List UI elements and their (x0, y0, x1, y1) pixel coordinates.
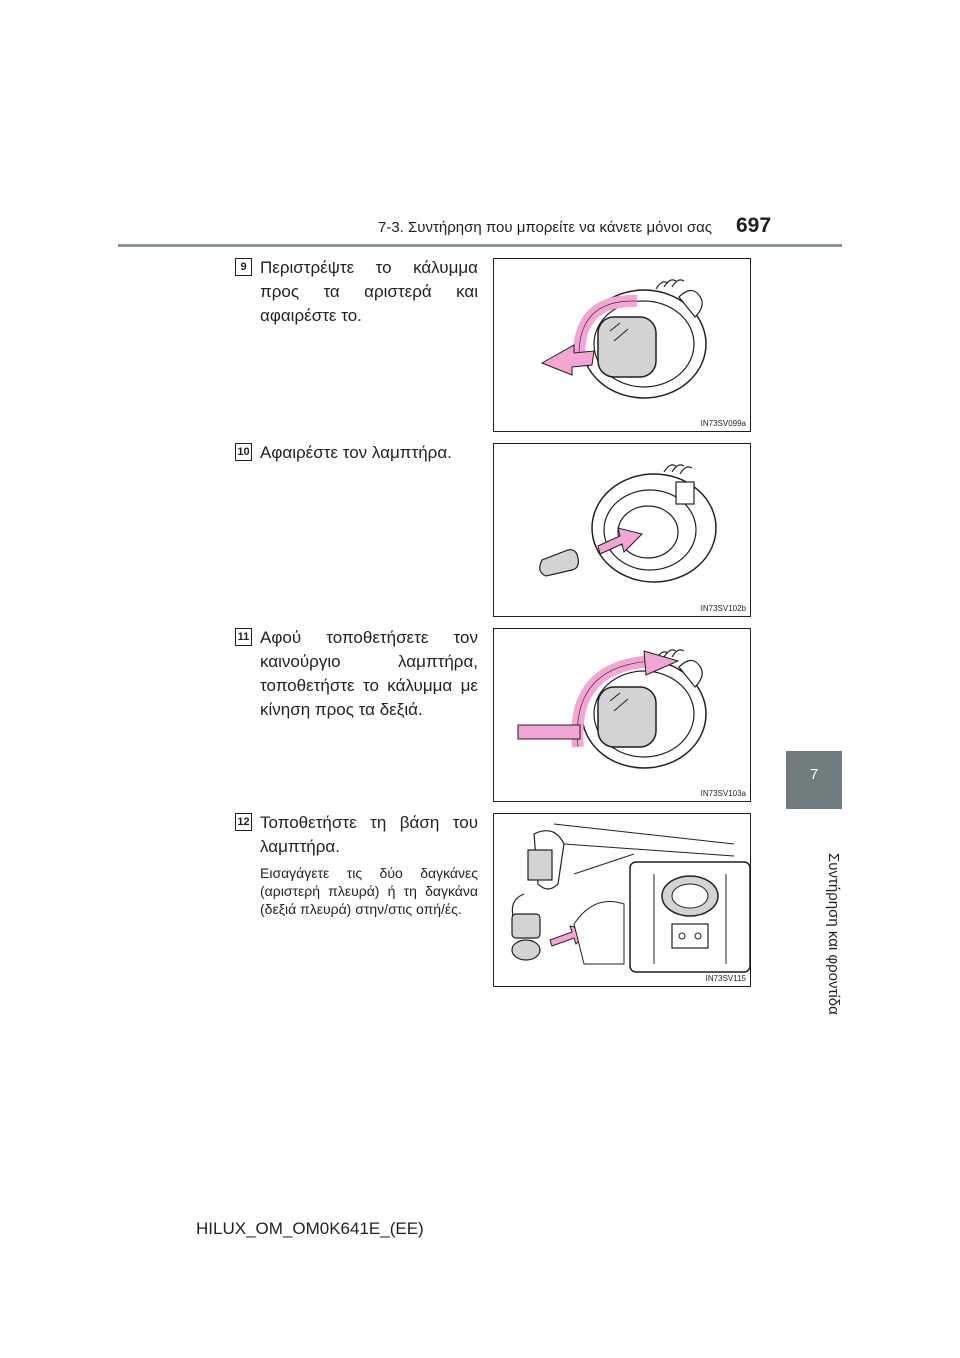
step-9-badge: 9 (235, 258, 252, 276)
header-rule (118, 244, 842, 247)
bulb-removal-illustration (539, 464, 717, 583)
step-11-figure: IN73SV103a (493, 628, 751, 802)
section-title: 7-3. Συντήρηση που μπορείτε να κάνετε μό… (378, 219, 712, 236)
step-9-figure-code: IN73SV099a (700, 419, 746, 428)
chapter-title: Συντήρηση και φροντίδα (825, 853, 842, 1015)
step-11-figure-code: IN73SV103a (700, 789, 746, 798)
step-12-note: Εισαγάγετε τις δύο δαγκάνες (αριστερή πλ… (260, 865, 478, 917)
step-11-text: Αφού τοποθετήσετε τον καινούργιο λαμπτήρ… (260, 628, 478, 719)
step-12-text: Τοποθετήστε τη βάση του λαμπτήρα. (260, 813, 478, 856)
step-12-figure: IN73SV115 (493, 813, 751, 987)
cover-turn-right-illustration (517, 649, 707, 769)
step-10-figure: IN73SV102b (493, 443, 751, 617)
chapter-tab: 7 (786, 751, 842, 809)
cover-turn-left-illustration (540, 279, 707, 399)
step-12-badge: 12 (235, 813, 252, 831)
bulb-base-install-illustration (511, 823, 750, 973)
step-9-figure: IN73SV099a (493, 258, 751, 432)
step-9-text: Περιστρέψτε το κάλυμμα προς τα αριστερά … (260, 258, 478, 325)
chapter-number: 7 (809, 766, 819, 783)
step-12-figure-code: IN73SV115 (705, 974, 746, 983)
step-10-figure-code: IN73SV102b (700, 604, 746, 613)
step-11-badge: 11 (235, 628, 252, 646)
page-number: 697 (736, 214, 772, 237)
document-code: HILUX_OM_OM0K641E_(EE) (196, 1219, 424, 1238)
step-10-text: Αφαιρέστε τον λαμπτήρα. (260, 443, 452, 462)
step-10-badge: 10 (235, 443, 252, 461)
